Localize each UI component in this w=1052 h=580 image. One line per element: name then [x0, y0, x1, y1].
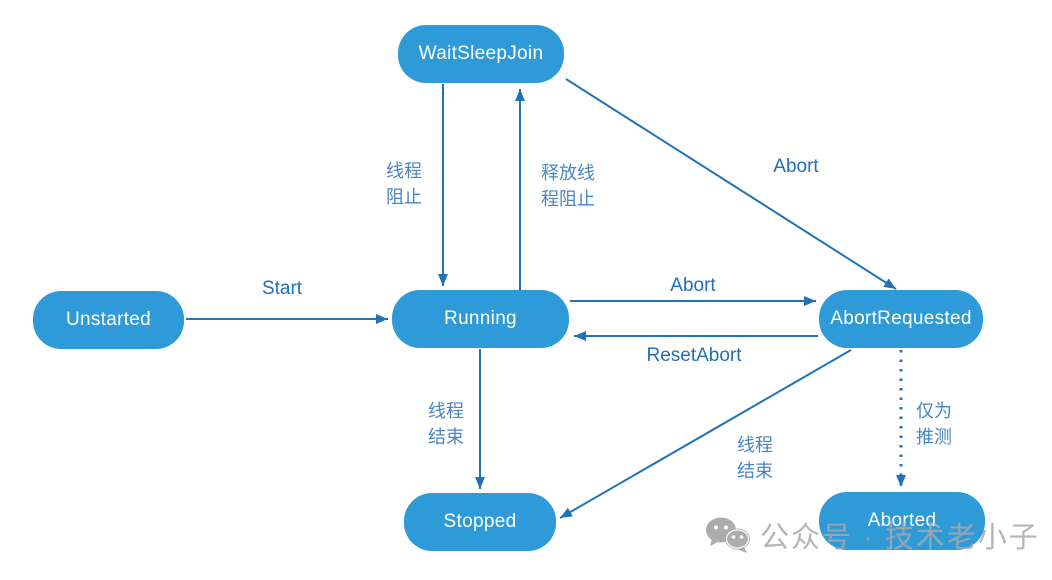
edge-label-abort-diagonal: Abort — [773, 156, 819, 177]
watermark: 公众号 · 技术老小子 — [704, 514, 1040, 556]
watermark-text: 公众号 · 技术老小子 — [760, 522, 1040, 554]
edge-label-speculation-only: 仅为 推测 — [916, 401, 952, 447]
arrow-waitsleepjoin-to-abortrequested — [565, 78, 897, 290]
node-abortrequested-label: AbortRequested — [830, 308, 972, 329]
edge-label-resetabort: ResetAbort — [646, 345, 742, 366]
node-aborted-label: Aborted — [867, 510, 937, 531]
arrow-abortrequested-to-stopped — [559, 349, 852, 519]
node-waitsleepjoin-label: WaitSleepJoin — [418, 43, 544, 64]
edge-label-release-thread-block: 释放线 程阻止 — [541, 163, 595, 209]
node-unstarted-label: Unstarted — [65, 309, 152, 330]
node-stopped: Stopped — [404, 493, 556, 551]
node-running: Running — [392, 290, 569, 348]
edge-label-thread-block: 线程 阻止 — [386, 161, 422, 207]
node-running-label: Running — [444, 308, 517, 329]
node-waitsleepjoin: WaitSleepJoin — [398, 25, 564, 83]
wechat-icon — [706, 517, 750, 553]
edge-label-thread-end-right: 线程 结束 — [737, 435, 773, 481]
node-aborted: Aborted — [819, 492, 985, 550]
edge-label-start: Start — [261, 278, 303, 299]
node-unstarted: Unstarted — [33, 291, 184, 349]
node-abortrequested: AbortRequested — [819, 290, 983, 348]
node-stopped-label: Stopped — [443, 511, 517, 532]
edge-label-thread-end-left: 线程 结束 — [428, 401, 464, 447]
edge-label-abort: Abort — [670, 275, 716, 296]
